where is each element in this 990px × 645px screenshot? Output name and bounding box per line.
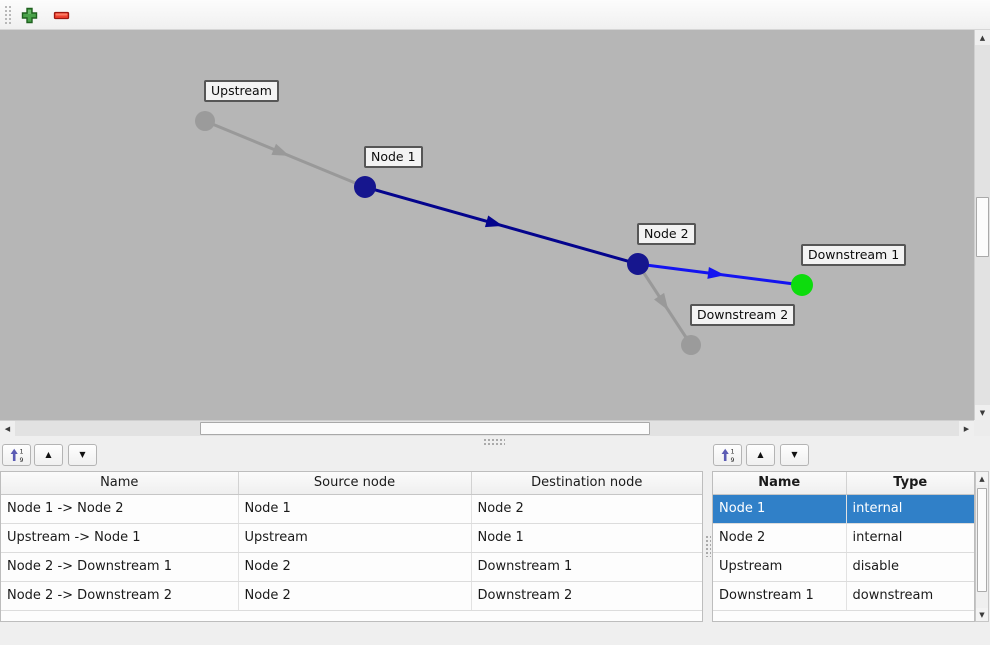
scroll-left-icon[interactable]: ◀ — [0, 421, 15, 436]
status-strip — [0, 628, 990, 645]
main-toolbar — [0, 0, 990, 30]
scroll-down-icon[interactable]: ▼ — [976, 608, 988, 621]
scroll-up-icon[interactable]: ▲ — [976, 472, 988, 485]
sort-ascending-icon: 1 9 — [721, 449, 734, 463]
graph-node-label[interactable]: Upstream — [204, 80, 279, 102]
edge-table-header-name[interactable]: Name — [1, 472, 239, 495]
svg-text:1: 1 — [19, 449, 23, 456]
scroll-right-icon[interactable]: ▶ — [959, 421, 974, 436]
plus-icon — [21, 7, 37, 23]
table-cell[interactable]: Upstream -> Node 1 — [1, 523, 239, 553]
remove-node-button[interactable] — [50, 5, 72, 25]
graph-node-label[interactable]: Node 2 — [637, 223, 696, 245]
graph-node[interactable] — [354, 176, 376, 198]
graph-node-label[interactable]: Downstream 1 — [801, 244, 907, 266]
graph-canvas-svg — [195, 111, 813, 355]
table-cell[interactable]: internal — [846, 494, 974, 524]
splitter-grip-icon — [705, 535, 711, 557]
node-table-header-row: Name Type — [713, 472, 974, 495]
table-cell[interactable]: disable — [846, 552, 974, 582]
splitter-grip-icon — [483, 438, 505, 445]
table-cell[interactable]: Upstream — [238, 523, 472, 553]
graph-node[interactable] — [627, 253, 649, 275]
graph-node-label[interactable]: Node 1 — [364, 146, 423, 168]
edge-table-move-up-button[interactable]: ▲ — [34, 444, 63, 466]
edge-arrow-icon — [484, 215, 503, 228]
triangle-down-icon: ▼ — [791, 450, 798, 459]
minus-icon — [53, 11, 69, 19]
vertical-scrollbar-thumb[interactable] — [976, 197, 989, 257]
table-cell[interactable]: Downstream 2 — [471, 581, 702, 611]
horizontal-scrollbar-thumb[interactable] — [200, 422, 650, 435]
table-cell[interactable]: Node 2 — [238, 552, 472, 582]
table-cell[interactable]: Upstream — [713, 552, 847, 582]
scroll-up-icon[interactable]: ▲ — [975, 30, 990, 45]
graph-node[interactable] — [791, 274, 813, 296]
node-table-sort-button[interactable]: 1 9 — [713, 444, 742, 466]
add-node-button[interactable] — [18, 5, 40, 25]
table-cell[interactable]: Node 1 — [471, 523, 702, 553]
table-cell[interactable]: Node 2 -> Downstream 2 — [1, 581, 239, 611]
canvas-horizontal-scrollbar[interactable]: ◀ ▶ — [0, 420, 974, 436]
table-cell[interactable]: Node 2 — [471, 494, 702, 524]
node-table-scrollbar[interactable]: ▲ ▼ — [975, 471, 989, 622]
scroll-down-icon[interactable]: ▼ — [975, 405, 990, 420]
svg-text:1: 1 — [730, 449, 734, 456]
edge-table-header-source[interactable]: Source node — [238, 472, 472, 495]
triangle-up-icon: ▲ — [45, 450, 52, 459]
graph-node-label[interactable]: Downstream 2 — [690, 304, 796, 326]
edge-table-sort-button[interactable]: 1 9 — [2, 444, 31, 466]
node-table-move-up-button[interactable]: ▲ — [746, 444, 775, 466]
edge-arrow-icon — [654, 292, 669, 311]
svg-text:9: 9 — [730, 457, 734, 463]
edge-table-move-down-button[interactable]: ▼ — [68, 444, 97, 466]
vertical-splitter[interactable] — [703, 447, 712, 628]
graph-node[interactable] — [195, 111, 215, 131]
sort-ascending-icon: 1 9 — [10, 449, 23, 463]
canvas-vertical-scrollbar[interactable]: ▲ ▼ — [974, 30, 990, 420]
edge-table-header-destination[interactable]: Destination node — [471, 472, 702, 495]
edge-arrow-icon — [707, 267, 725, 279]
table-cell[interactable]: Node 1 — [238, 494, 472, 524]
toolbar-drag-handle[interactable] — [4, 5, 11, 26]
triangle-down-icon: ▼ — [79, 450, 86, 459]
node-table-move-down-button[interactable]: ▼ — [780, 444, 809, 466]
table-cell[interactable]: Node 2 — [238, 581, 472, 611]
scrollbar-corner — [974, 420, 990, 436]
table-cell[interactable]: Node 2 -> Downstream 1 — [1, 552, 239, 582]
node-table-header-type[interactable]: Type — [846, 472, 974, 495]
triangle-up-icon: ▲ — [757, 450, 764, 459]
edge-arrow-icon — [271, 143, 290, 156]
node-table-header-name[interactable]: Name — [713, 472, 847, 495]
table-cell[interactable]: Node 1 -> Node 2 — [1, 494, 239, 524]
edge-table-header-row: Name Source node Destination node — [1, 472, 702, 495]
table-cell[interactable]: Downstream 1 — [471, 552, 702, 582]
table-cell[interactable]: Node 1 — [713, 494, 847, 524]
edge-table: Name Source node Destination node Node 1… — [0, 471, 703, 622]
table-cell[interactable]: Node 2 — [713, 523, 847, 553]
horizontal-splitter[interactable] — [0, 436, 990, 446]
table-cell[interactable]: internal — [846, 523, 974, 553]
table-cell[interactable]: Downstream 1 — [713, 581, 847, 611]
table-cell[interactable]: downstream — [846, 581, 974, 611]
graph-node[interactable] — [681, 335, 701, 355]
svg-text:9: 9 — [19, 457, 23, 463]
node-table-scrollbar-thumb[interactable] — [977, 488, 987, 592]
